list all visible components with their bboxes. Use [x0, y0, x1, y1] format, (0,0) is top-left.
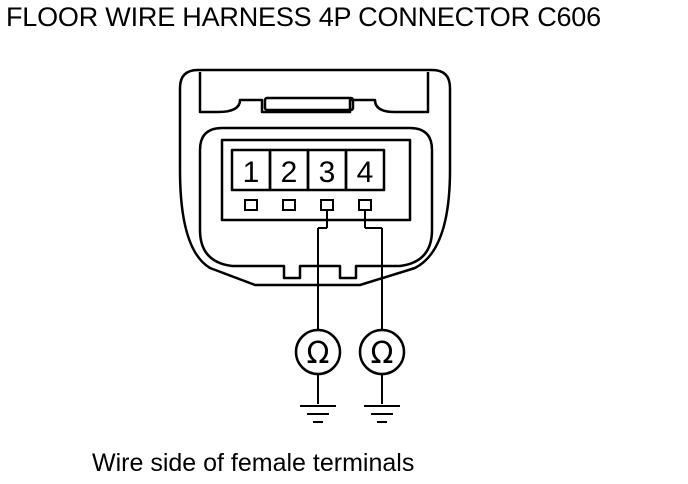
- terminal-hole-2: [282, 199, 296, 211]
- terminal-hole-1: [244, 199, 258, 211]
- terminal-number-3: 3: [319, 156, 336, 189]
- connector-housing-inner: [198, 126, 434, 280]
- ohmmeter-probe-3: Ω: [294, 210, 342, 423]
- ohm-symbol-icon: Ω: [371, 336, 394, 371]
- diagram-caption: Wire side of female terminals: [92, 449, 415, 477]
- terminal-block: [220, 138, 412, 222]
- terminal-hole-4: [358, 199, 372, 211]
- ohmmeter-probe-4: Ω: [358, 210, 406, 423]
- terminal-hole-3: [320, 199, 334, 211]
- terminal-number-4: 4: [357, 156, 374, 189]
- diagram-title: FLOOR WIRE HARNESS 4P CONNECTOR C606: [6, 2, 601, 32]
- connector-lock-tab: [198, 72, 430, 114]
- connector-housing-outer: [178, 68, 452, 287]
- ohm-symbol-icon: Ω: [307, 336, 330, 371]
- terminal-cell-4: [344, 148, 386, 192]
- terminal-number-1: 1: [243, 156, 260, 189]
- connector-latch: [263, 96, 355, 112]
- terminal-number-2: 2: [281, 156, 298, 189]
